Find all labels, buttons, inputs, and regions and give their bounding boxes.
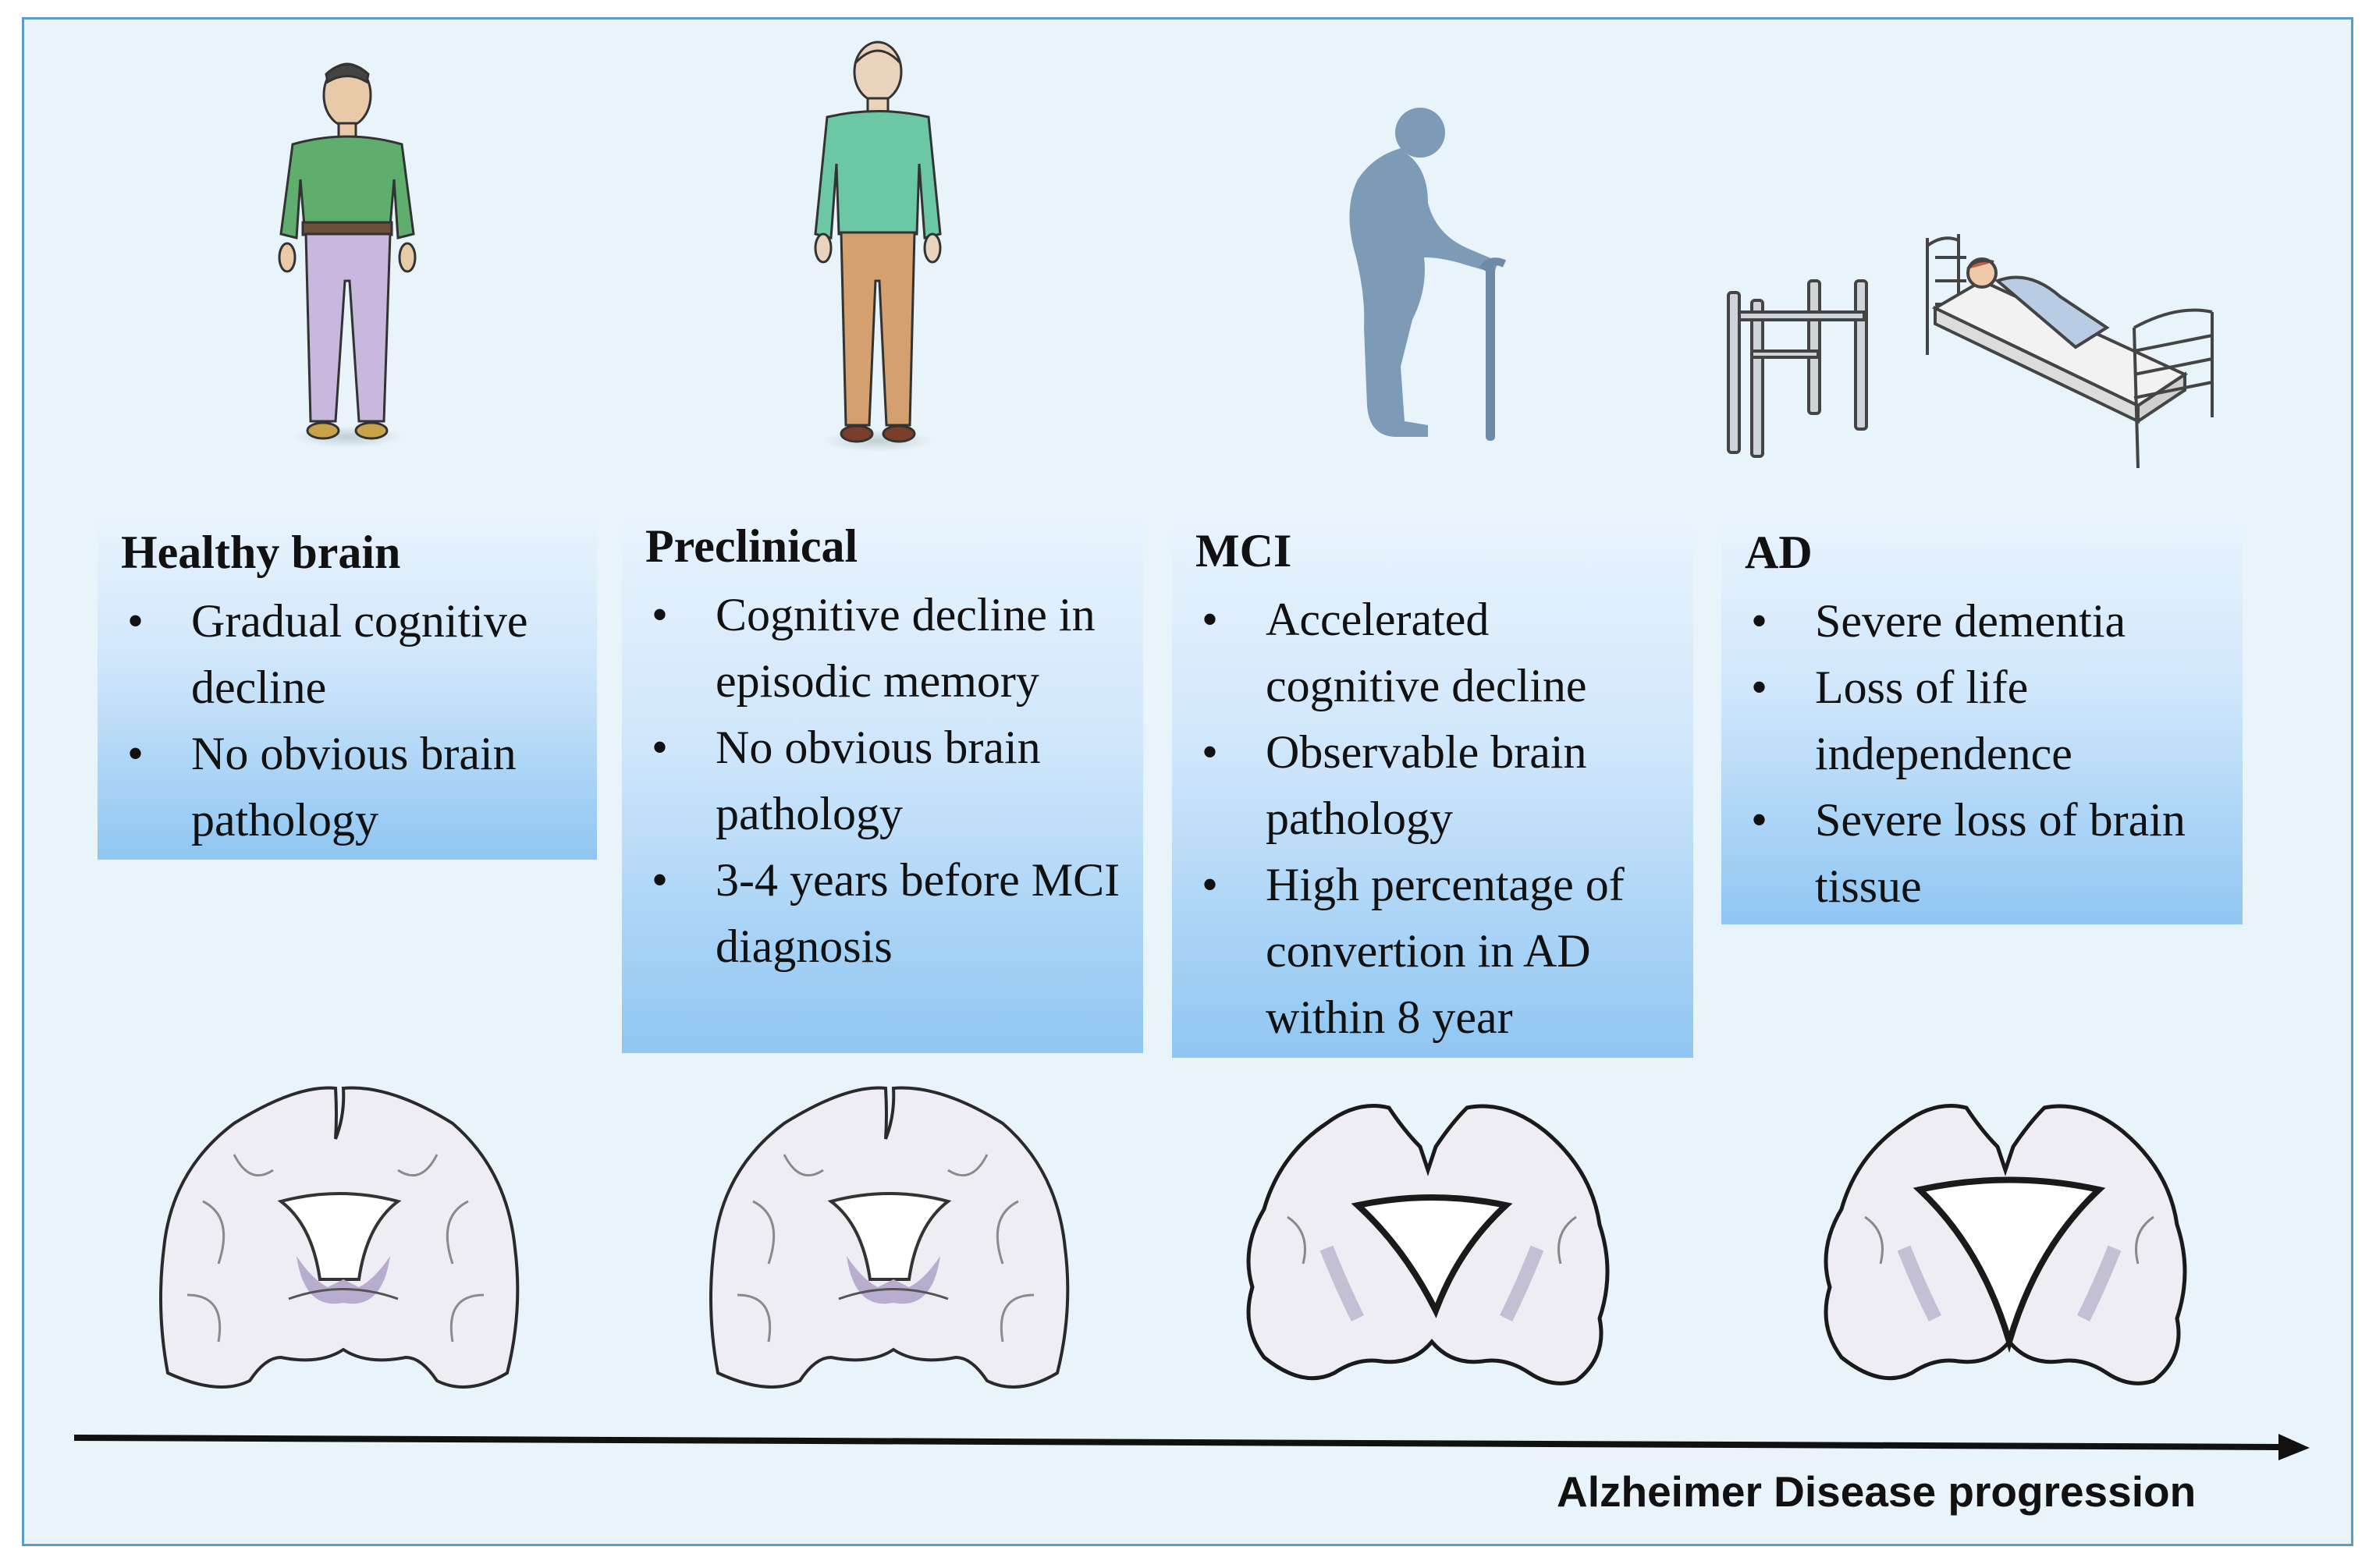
walker-icon xyxy=(1727,279,1868,458)
stage-point: •Gradual cognitive decline xyxy=(127,595,528,713)
stage-point: •Cognitive decline in episodic memory xyxy=(652,589,1096,707)
stage-box-healthy: Healthy brain •Gradual cognitive decline… xyxy=(98,507,597,860)
elderly-man-icon xyxy=(814,41,942,452)
stage-point: •No obvious brain pathology xyxy=(127,728,517,846)
stage-title: AD xyxy=(1745,527,1813,578)
stage-point: •Accelerated cognitive decline xyxy=(1202,594,1587,711)
stage-point: •Loss of life independence xyxy=(1751,662,2072,779)
mci-brain-icon xyxy=(1246,1104,1610,1385)
stage-point: •High percentage of convertion in AD wit… xyxy=(1202,859,1625,1043)
stage-point: •3-4 years before MCI diagnosis xyxy=(652,854,1121,972)
preclinical-brain-icon xyxy=(709,1086,1070,1389)
stage-point: •Observable brain pathology xyxy=(1202,726,1587,844)
stage-title: Healthy brain xyxy=(121,527,401,578)
stage-point: •Severe dementia xyxy=(1751,595,2126,647)
stage-point: •No obvious brain pathology xyxy=(652,722,1041,839)
progression-arrow xyxy=(73,1434,2310,1460)
stage-point: •Severe loss of brain tissue xyxy=(1751,794,2186,912)
ad-brain-icon xyxy=(1824,1104,2187,1385)
stage-box-mci: MCI •Accelerated cognitive decline •Obse… xyxy=(1172,506,1693,1058)
healthy-man-icon xyxy=(278,62,417,448)
hospital-bed-icon xyxy=(1926,234,2214,469)
stage-title: Preclinical xyxy=(645,520,858,572)
stage-title: MCI xyxy=(1195,525,1292,576)
stage-box-preclinical: Preclinical •Cognitive decline in episod… xyxy=(622,501,1143,1053)
stooped-person-with-cane-icon xyxy=(1349,108,1507,441)
stage-box-ad: AD •Severe dementia •Loss of life indepe… xyxy=(1721,507,2243,924)
healthy-brain-icon xyxy=(159,1086,520,1389)
progression-label: Alzheimer Disease progression xyxy=(1557,1467,2197,1516)
